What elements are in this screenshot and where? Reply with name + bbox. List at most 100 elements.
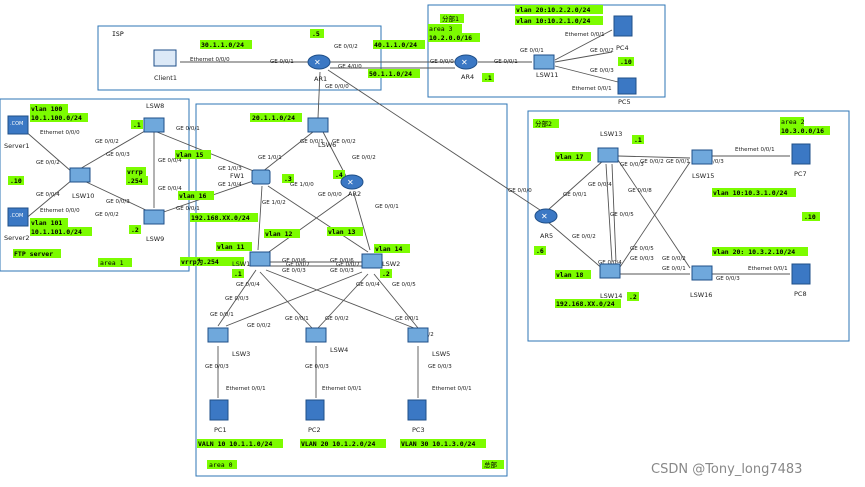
svg-text:GE 0/0/2: GE 0/0/2 [590,48,614,54]
server2[interactable]: .COM Server2 [4,207,29,242]
ar5-router[interactable]: ✕ AR5 [534,208,558,240]
svg-text:GE 0/0/6: GE 0/0/6 [282,258,306,264]
svg-text:LSW3: LSW3 [232,350,250,358]
tag-dot2-lsw14: .2 [629,293,637,301]
svg-text:GE 0/0/2: GE 0/0/2 [247,323,271,329]
area1-region [0,98,190,272]
svg-text:GE 0/0/5: GE 0/0/5 [392,282,416,288]
lsw10-switch: LSW10 [69,167,94,200]
svg-text:✕: ✕ [461,58,468,67]
svg-text:GE 0/0/5: GE 0/0/5 [610,212,634,218]
tag-vlan10-b1: vlan 10:10.2.1.0/24 [516,17,590,25]
tag-vlan100: vlan 100 [31,105,62,113]
tag-vlan16: vlan 16 [179,192,206,200]
pc1: PC1 [209,399,229,434]
server1[interactable]: .COM Server1 [4,115,29,150]
area0-label: area 0 [209,461,233,469]
tag-dot4-ar2: .4 [335,171,343,179]
tag-isp-net: 30.1.1.0/24 [201,41,244,49]
svg-text:GE 0/0/2: GE 0/0/2 [36,160,60,166]
svg-text:LSW13: LSW13 [600,130,622,138]
svg-text:GE 0/0/3: GE 0/0/3 [205,364,229,370]
svg-text:GE 0/0/3: GE 0/0/3 [106,152,130,158]
svg-text:GE 0/0/1: GE 0/0/1 [520,48,544,54]
svg-text:GE 0/0/3: GE 0/0/3 [620,162,644,168]
svg-text:GE 0/0/0: GE 0/0/0 [508,188,532,194]
svg-text:Ethernet 0/0/1: Ethernet 0/0/1 [735,147,775,153]
tag-vlan14: vlan 14 [375,245,402,253]
pc4: PC4 [613,15,633,52]
lsw2-switch: LSW2 [361,253,400,269]
tag-vlan100-net: 10.1.100.0/24 [31,114,82,122]
svg-text:GE 0/0/1: GE 0/0/1 [176,206,200,212]
svg-text:LSW6: LSW6 [318,141,336,149]
ar1-router[interactable]: ✕ AR1 [307,54,331,83]
switches[interactable]: LSW6 LSW8 LSW9 LSW10 LSW11 LSW1 LSW2 LSW… [69,54,714,358]
svg-text:PC5: PC5 [618,98,631,106]
svg-text:GE 0/0/1: GE 0/0/1 [285,316,309,322]
svg-text:PC7: PC7 [794,170,807,178]
pc2: PC2 [305,399,325,434]
svg-text:GE 1/0/1: GE 1/0/1 [258,155,282,161]
lsw9-switch: LSW9 [143,209,165,243]
fw1-firewall[interactable]: FW1 [230,169,271,185]
tag-pc2-net: VLAN 20 10.1.2.0/24 [301,440,375,448]
pc7: PC7 [791,143,811,178]
svg-text:Ethernet 0/0/0: Ethernet 0/0/0 [40,208,80,214]
tag-branch1-area-net: 10.2.0.0/16 [429,34,472,42]
svg-text:Ethernet 0/0/0: Ethernet 0/0/0 [190,57,230,63]
tag-pc3-net: VLAN 30 10.1.3.0/24 [401,440,475,448]
client1[interactable]: Client1 [153,49,177,82]
svg-text:GE 1/0/2: GE 1/0/2 [262,200,286,206]
lsw6-switch: LSW6 [307,117,336,149]
svg-text:GE 0/0/4: GE 0/0/4 [356,282,380,288]
tag-vlan17: vlan 17 [556,153,583,161]
svg-text:GE 0/0/0: GE 0/0/0 [318,192,342,198]
svg-text:GE 0/0/1: GE 0/0/1 [270,59,294,65]
svg-text:Ethernet 0/0/1: Ethernet 0/0/1 [748,266,788,272]
svg-text:PC1: PC1 [214,426,227,434]
svg-text:GE 1/0/4: GE 1/0/4 [218,182,242,188]
ar4-router[interactable]: ✕ AR4 [454,54,478,81]
branch1-label: 分部1 [442,14,459,23]
lsw8-switch: LSW8 [143,102,165,133]
svg-text:GE 0/0/3: GE 0/0/3 [716,276,740,282]
watermark: CSDN @Tony_long7483 [651,462,802,477]
area1-label: area 1 [100,259,124,267]
svg-text:GE 1/0/3: GE 1/0/3 [218,166,242,172]
isp-label: ISP [112,30,124,38]
svg-text:GE 0/0/2: GE 0/0/2 [572,234,596,240]
svg-text:GE 0/0/2: GE 0/0/2 [334,44,358,50]
tag-dot10-b1: .10 [620,58,632,66]
pcs[interactable]: PC1 PC2 PC3 PC4 PC5 PC7 PC8 [209,15,811,434]
tag-vrrp-hq: vrrp为.254 [181,257,219,266]
svg-text:GE 0/0/3: GE 0/0/3 [305,364,329,370]
lsw14-switch: LSW14 [599,263,622,300]
svg-text:GE 0/0/4: GE 0/0/4 [158,186,182,192]
svg-text:FW1: FW1 [230,172,244,180]
svg-text:✕: ✕ [347,178,354,187]
tag-vlan15: vlan 15 [176,151,203,159]
lsw15-switch: LSW15 [691,149,714,180]
svg-text:GE 0/0/2: GE 0/0/2 [95,139,119,145]
lsw3-switch: LSW3 [207,327,250,358]
tag-dot1-lsw13: .1 [634,136,642,144]
hq-region [195,103,508,477]
svg-text:GE 0/0/1: GE 0/0/1 [666,159,690,165]
lsw1-switch: LSW1 [232,251,271,268]
svg-text:LSW8: LSW8 [146,102,164,110]
lsw13-switch: LSW13 [597,130,622,163]
tag-vlan101-net: 10.1.101.0/24 [31,228,82,236]
svg-text:LSW4: LSW4 [330,346,348,354]
tag-dot2-lsw9: .2 [131,226,139,234]
svg-text:GE 1/0/0: GE 1/0/0 [290,182,314,188]
svg-text:GE 0/0/3: GE 0/0/3 [282,268,306,274]
pc8: PC8 [791,263,811,298]
tag-vlan20-b1: vlan 20:10.2.2.0/24 [516,6,590,14]
svg-text:LSW10: LSW10 [72,192,94,200]
isp-region [97,25,382,91]
tag-dot1-lsw1: .1 [234,270,242,278]
ar2-router[interactable]: ✕ AR2 [340,174,364,198]
svg-text:GE 0/0/4: GE 0/0/4 [236,282,260,288]
svg-text:Ethernet 0/0/1: Ethernet 0/0/1 [565,32,605,38]
